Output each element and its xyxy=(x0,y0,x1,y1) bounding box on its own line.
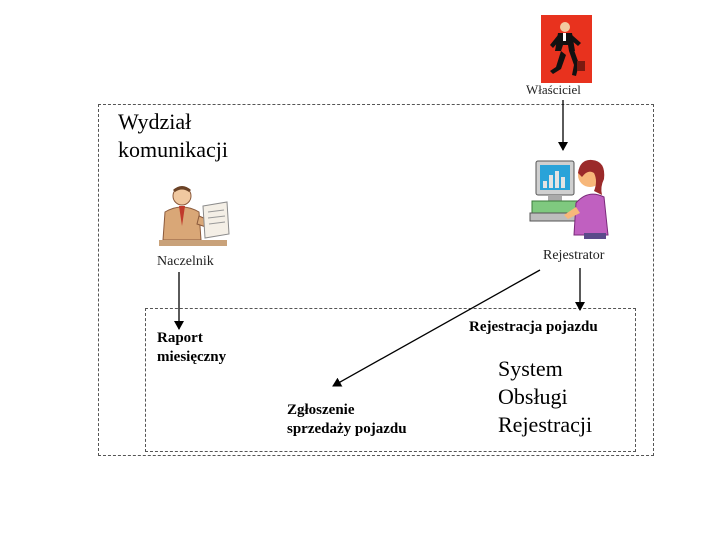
department-boundary xyxy=(98,104,654,456)
use-case-monthly-report-line1: Raport xyxy=(157,330,203,346)
department-title: Wydział komunikacji xyxy=(118,108,228,164)
use-case-sale-notice: Zgłoszenie sprzedaży pojazdu xyxy=(287,401,407,439)
department-title-line2: komunikacji xyxy=(118,137,228,162)
system-boundary xyxy=(145,308,636,452)
use-case-monthly-report: Raport miesięczny xyxy=(157,329,226,367)
arrow-registrar-to-sale-notice xyxy=(332,269,541,387)
use-case-vehicle-registration: Rejestracja pojazdu xyxy=(469,319,598,335)
registrar-label: Rejestrator xyxy=(543,248,605,263)
registrar-clipart-icon xyxy=(529,159,609,239)
owner-label: Właściciel xyxy=(526,82,581,97)
use-case-monthly-report-line2: miesięczny xyxy=(157,349,227,365)
system-title-line2: Obsługi xyxy=(498,384,568,409)
system-title-line1: System xyxy=(498,356,563,381)
system-title-line3: Rejestracji xyxy=(498,412,593,437)
system-title: System Obsługi Rejestracji xyxy=(498,355,592,439)
owner-clipart-icon xyxy=(541,15,592,83)
use-case-sale-notice-line2: sprzedaży pojazdu xyxy=(287,421,407,437)
manager-clipart-icon xyxy=(159,186,230,246)
use-case-sale-notice-line1: Zgłoszenie xyxy=(287,402,355,418)
manager-label: Naczelnik xyxy=(157,254,214,269)
department-title-line1: Wydział xyxy=(118,109,192,134)
